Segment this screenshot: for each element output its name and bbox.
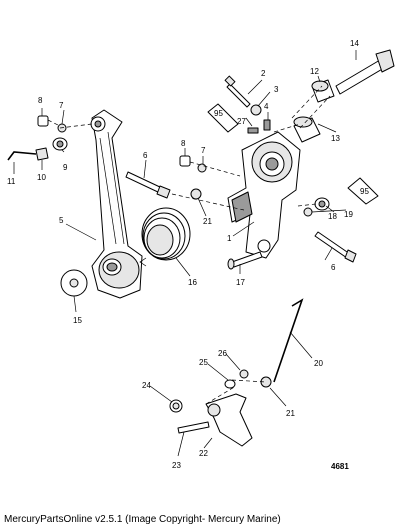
part-10-clip[interactable] <box>35 147 49 161</box>
part-6-bolt-left[interactable] <box>125 171 171 199</box>
part-1-bracket[interactable] <box>227 131 301 259</box>
callout-11: 11 <box>7 177 16 186</box>
callout-8-right: 8 <box>181 139 186 148</box>
callout-17: 17 <box>236 278 245 287</box>
part-26-nut[interactable] <box>239 369 249 379</box>
callout-8-left: 8 <box>38 96 43 105</box>
svg-text:95: 95 <box>214 109 223 118</box>
callout-14: 14 <box>350 39 359 48</box>
callout-7-right: 7 <box>201 146 206 155</box>
sealant-tube-left: 95 <box>207 103 239 133</box>
part-6-bolt-right[interactable] <box>314 231 357 263</box>
figure-number: 4681 <box>331 462 349 471</box>
callout-22: 22 <box>199 449 208 458</box>
part-15-washer[interactable] <box>60 269 88 297</box>
callout-2: 2 <box>261 69 266 78</box>
callout-6-left: 6 <box>143 151 148 160</box>
copyright-footer: MercuryPartsOnline v2.5.1 (Image Copyrig… <box>4 514 281 525</box>
callout-15: 15 <box>73 316 82 325</box>
part-7-nut-right[interactable] <box>197 163 207 173</box>
callout-25: 25 <box>199 358 208 367</box>
callout-13: 13 <box>331 134 340 143</box>
part-12-sleeve[interactable] <box>311 79 335 103</box>
callout-20: 20 <box>314 359 323 368</box>
part-11-link-rod[interactable] <box>7 151 37 161</box>
callout-21-lower: 21 <box>286 409 295 418</box>
part-8-spacer-right[interactable] <box>179 155 191 167</box>
part-22-lever[interactable] <box>205 393 253 447</box>
callout-24: 24 <box>142 381 151 390</box>
callout-5: 5 <box>59 216 64 225</box>
callout-6-right: 6 <box>331 263 336 272</box>
part-4-spring[interactable] <box>263 119 271 131</box>
callout-16: 16 <box>188 278 197 287</box>
part-2-screw[interactable] <box>224 75 251 108</box>
callout-4: 4 <box>264 102 269 111</box>
callout-10: 10 <box>37 173 46 182</box>
sealant-tube-right: 95 <box>347 177 379 205</box>
part-25-washer[interactable] <box>224 379 236 389</box>
callout-26: 26 <box>218 349 227 358</box>
part-19-nut[interactable] <box>303 207 313 217</box>
part-13-bushing-sleeve[interactable] <box>293 116 321 143</box>
part-21-nut-upper[interactable] <box>190 188 202 200</box>
callout-12: 12 <box>310 67 319 76</box>
part-16-coil-spring[interactable] <box>139 207 191 267</box>
part-24-spring[interactable] <box>169 399 183 413</box>
leader-lines <box>13 50 357 457</box>
part-5-lever-arm[interactable] <box>90 109 143 299</box>
part-27-insert[interactable] <box>247 127 259 134</box>
part-20-link-rod[interactable] <box>273 298 304 383</box>
callout-19: 19 <box>344 210 353 219</box>
callout-21-upper: 21 <box>203 217 212 226</box>
part-14-bolt-top[interactable] <box>335 49 395 95</box>
part-3-nut[interactable] <box>250 104 262 116</box>
callout-23: 23 <box>172 461 181 470</box>
part-23-pin[interactable] <box>177 421 210 434</box>
part-17-pin[interactable] <box>227 251 263 270</box>
part-9-bushing[interactable] <box>52 137 68 151</box>
callout-labels: 1 2 3 4 5 6 6 7 7 8 8 9 10 11 12 13 14 1… <box>7 39 359 470</box>
callout-18: 18 <box>328 212 337 221</box>
callout-1: 1 <box>227 234 232 243</box>
svg-text:95: 95 <box>360 187 369 196</box>
part-18-washer[interactable] <box>314 197 330 211</box>
part-8-spacer-left[interactable] <box>37 115 49 127</box>
callout-9: 9 <box>63 163 68 172</box>
callout-3: 3 <box>274 85 279 94</box>
callout-27: 27 <box>237 117 246 126</box>
assembly-lines <box>47 85 331 405</box>
callout-7-left: 7 <box>59 101 64 110</box>
